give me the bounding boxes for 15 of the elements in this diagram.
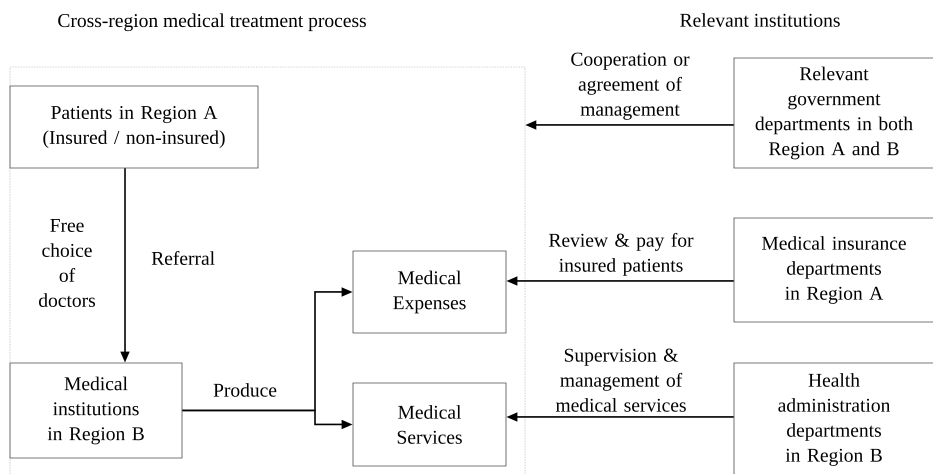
edge-label: Referral — [152, 251, 215, 265]
process-box: Medical Services — [352, 382, 506, 466]
edge-label: Review & pay for insured patients — [549, 232, 694, 276]
frame-heading: Cross-region medical treatment process — [58, 13, 366, 32]
process-box: Medical Expenses — [352, 250, 506, 334]
arrow-note: Free choice of doctors — [39, 219, 96, 307]
edge-label: Supervision & management of medical services — [556, 348, 686, 412]
institution-box: Health administration departments in Region B — [734, 362, 933, 474]
column-heading: Relevant institutions — [680, 13, 840, 27]
institution-box: Medical insurance departments in Region A — [734, 218, 933, 322]
edge-label: Cooperation or agreement of management — [571, 52, 690, 120]
edge-label: Produce — [214, 383, 276, 397]
process-box: Medical institutions in Region B — [10, 362, 182, 458]
process-box: Patients in Region A (Insured / non-insured) — [10, 86, 258, 168]
institution-box: Relevant government departments in both Region A and B — [734, 58, 933, 168]
